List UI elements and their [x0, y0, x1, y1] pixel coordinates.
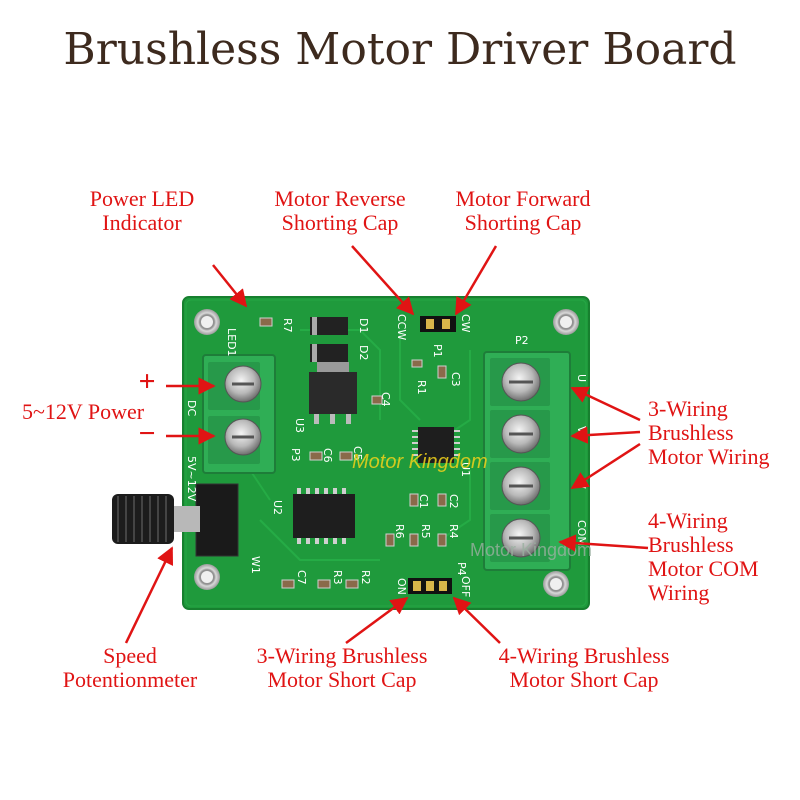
label-motor-forward-line1: Motor Forward: [455, 186, 591, 211]
silk-u1: U1: [459, 462, 472, 477]
label-three-wiring: 3-Wiring Brushless Motor Wiring: [648, 397, 770, 469]
silk-dc: DC: [185, 400, 198, 416]
silk-on: ON: [395, 578, 408, 595]
arrow-power-led: [212, 264, 248, 308]
label-three-wiring-line3: Motor Wiring: [648, 444, 770, 469]
label-speed-pot: Speed Potentionmeter: [40, 644, 220, 692]
label-short-cap-4-line2: Motor Short Cap: [509, 667, 659, 692]
label-power-led: Power LED Indicator: [72, 187, 212, 235]
arrow-speed-pot: [124, 546, 174, 644]
silk-c5: C5: [351, 446, 364, 461]
label-three-wiring-line2: Brushless: [648, 420, 734, 445]
power-terminal-block: [202, 354, 276, 474]
silk-c6: C6: [321, 448, 334, 463]
voltage-regulator: [309, 362, 357, 424]
silk-u: U: [575, 374, 588, 382]
arrow-wire-u: [570, 386, 641, 422]
arrow-short-cap-4: [452, 596, 501, 644]
silk-d1: D1: [357, 318, 370, 333]
silk-r5: R5: [419, 524, 432, 539]
motor-terminal-block: [483, 351, 571, 571]
silk-d2: D2: [357, 345, 370, 360]
silk-r2: R2: [359, 570, 372, 585]
silk-c1: C1: [417, 494, 430, 509]
arrow-motor-forward: [454, 245, 498, 316]
store-watermark-top: Motor Kingdom: [352, 451, 488, 473]
silk-p2: P2: [515, 334, 529, 347]
silk-voltage: 5V~12V: [185, 456, 198, 502]
minus-sign: −: [138, 417, 156, 450]
driver-ic: [412, 427, 460, 463]
silk-w1: W1: [249, 556, 262, 574]
label-short-cap-3: 3-Wiring Brushless Motor Short Cap: [232, 644, 452, 692]
mounting-holes: [194, 309, 579, 597]
label-short-cap-4: 4-Wiring Brushless Motor Short Cap: [474, 644, 694, 692]
silk-v: V: [575, 426, 588, 434]
silk-c3: C3: [449, 372, 462, 387]
label-motor-reverse-line2: Shorting Cap: [281, 210, 399, 235]
label-four-wiring-line2: Brushless: [648, 532, 734, 557]
silk-off: OFF: [459, 576, 472, 597]
control-ic: [293, 488, 355, 544]
diodes: [310, 317, 348, 362]
silk-ccw: CCW: [395, 314, 408, 340]
arrow-motor-reverse: [351, 245, 415, 316]
label-power-led-line2: Indicator: [102, 210, 182, 235]
header-p1: [420, 316, 456, 332]
label-power-led-line1: Power LED: [89, 186, 195, 211]
silk-com: COM: [575, 520, 588, 546]
label-short-cap-3-line1: 3-Wiring Brushless: [256, 643, 428, 668]
silk-led1: LED1: [225, 328, 238, 357]
silk-c2: C2: [447, 494, 460, 509]
silkscreen: LED1 R7 D1 D2 CCW CW P1 P2 R1 C3 C4 U3 D…: [185, 314, 588, 597]
silk-r6: R6: [393, 524, 406, 539]
silk-cw: CW: [459, 314, 472, 333]
label-short-cap-3-line2: Motor Short Cap: [267, 667, 417, 692]
speed-potentiometer: [112, 483, 239, 557]
label-four-wiring: 4-Wiring Brushless Motor COM Wiring: [648, 509, 759, 605]
label-speed-pot-line2: Potentionmeter: [62, 667, 198, 692]
silk-r4: R4: [447, 524, 460, 539]
silk-p1: P1: [431, 344, 444, 358]
label-speed-pot-line1: Speed: [103, 643, 157, 668]
arrow-wire-v: [570, 426, 641, 444]
plus-sign: +: [138, 365, 156, 398]
annotation-arrows: [124, 245, 649, 645]
label-motor-forward-line2: Shorting Cap: [464, 210, 582, 235]
silk-c7: C7: [295, 570, 308, 585]
label-four-wiring-line4: Wiring: [648, 580, 710, 605]
label-four-wiring-line3: Motor COM: [648, 556, 759, 581]
silk-r3: R3: [331, 570, 344, 585]
arrow-short-cap-3: [345, 596, 409, 645]
silk-c4: C4: [379, 392, 392, 407]
silk-r1: R1: [415, 380, 428, 395]
label-motor-reverse: Motor Reverse Shorting Cap: [260, 187, 420, 235]
label-power-input: 5~12V Power: [22, 399, 145, 424]
header-p4: [408, 578, 452, 594]
silk-p3: P3: [289, 448, 302, 462]
arrow-wire-w: [570, 442, 641, 490]
silk-u3: U3: [293, 418, 306, 433]
label-four-wiring-line1: 4-Wiring: [648, 508, 728, 533]
page-title: Brushless Motor Driver Board: [63, 24, 737, 75]
silk-u2: U2: [271, 500, 284, 515]
silk-p4: P4: [455, 562, 468, 576]
silk-r7: R7: [281, 318, 294, 333]
label-short-cap-4-line1: 4-Wiring Brushless: [498, 643, 670, 668]
label-three-wiring-line1: 3-Wiring: [648, 396, 728, 421]
arrow-com: [558, 534, 649, 552]
label-motor-forward: Motor Forward Shorting Cap: [438, 187, 608, 235]
smd-components: [259, 317, 447, 589]
label-motor-reverse-line1: Motor Reverse: [274, 186, 406, 211]
